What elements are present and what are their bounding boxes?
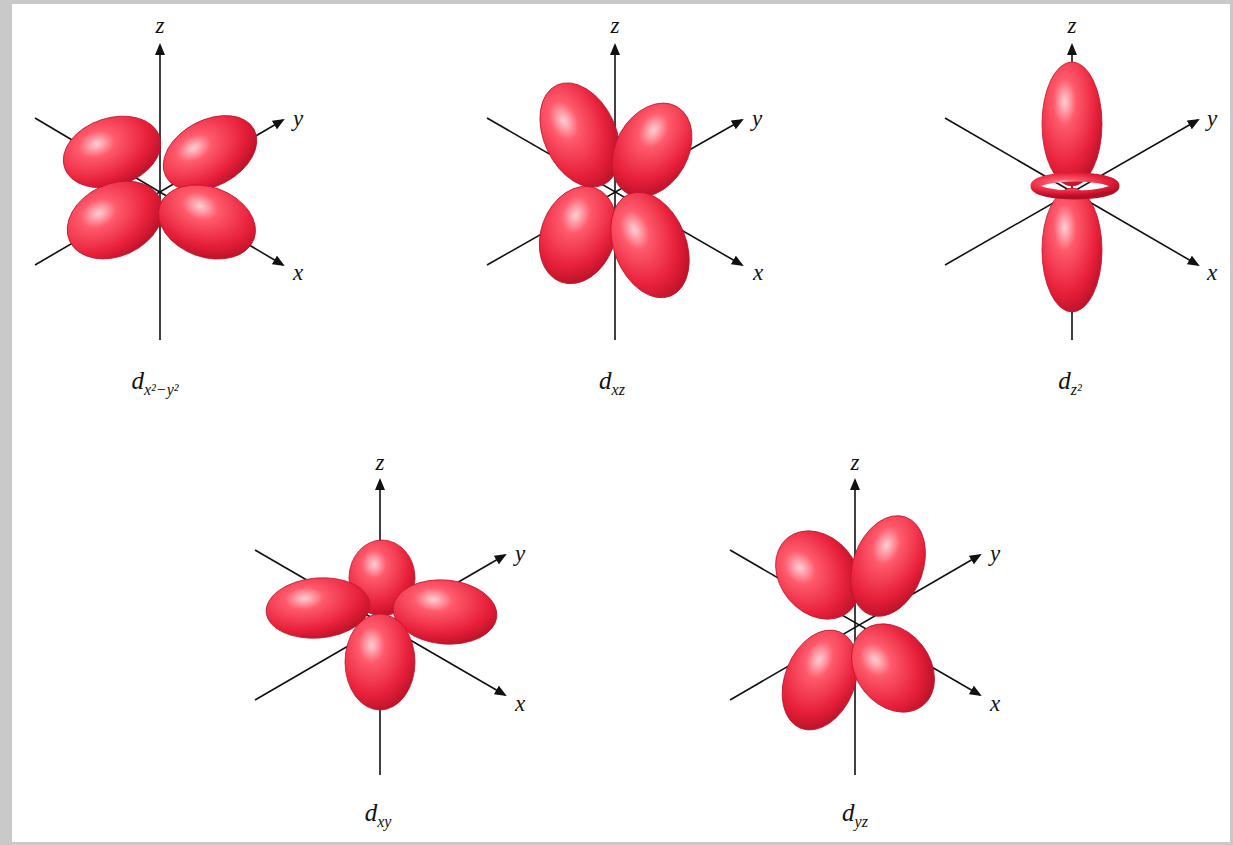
axis-label: z <box>1068 14 1077 37</box>
axis-label: x <box>515 692 525 715</box>
orbital-subscript: xy <box>377 813 391 830</box>
orbital-name: dx²−y² <box>131 368 178 393</box>
axis-label: z <box>156 14 165 37</box>
orbital-subscript: xz <box>612 381 625 398</box>
axis-label: x <box>990 692 1000 715</box>
orbital-name: dxy <box>365 800 392 825</box>
axis-label: z <box>851 451 860 474</box>
orbital-name: dxz <box>599 368 625 393</box>
axis-label: y <box>990 542 1000 565</box>
orbital-subscript: yz <box>855 813 868 830</box>
orbital-letter: d <box>365 799 378 826</box>
orbital-lobes <box>54 62 1115 741</box>
axis-label: x <box>293 261 303 284</box>
orbital-subscript: x²−y² <box>144 381 179 398</box>
axis-label: x <box>1207 261 1217 284</box>
orbital-name: dyz <box>842 800 868 825</box>
axis-label: z <box>611 14 620 37</box>
axis-label: x <box>753 261 763 284</box>
orbital-letter: d <box>1058 367 1071 394</box>
orbital-letter: d <box>131 367 144 394</box>
axes <box>35 45 1198 775</box>
axis-label: y <box>752 107 762 130</box>
axis-label: y <box>293 107 303 130</box>
axis-label: y <box>1207 107 1217 130</box>
axis-label: z <box>376 451 385 474</box>
orbital-letter: d <box>842 799 855 826</box>
orbital-letter: d <box>599 367 612 394</box>
orbital-name: dz² <box>1058 368 1082 393</box>
orbital-subscript: z² <box>1071 381 1082 398</box>
axis-label: y <box>515 542 525 565</box>
